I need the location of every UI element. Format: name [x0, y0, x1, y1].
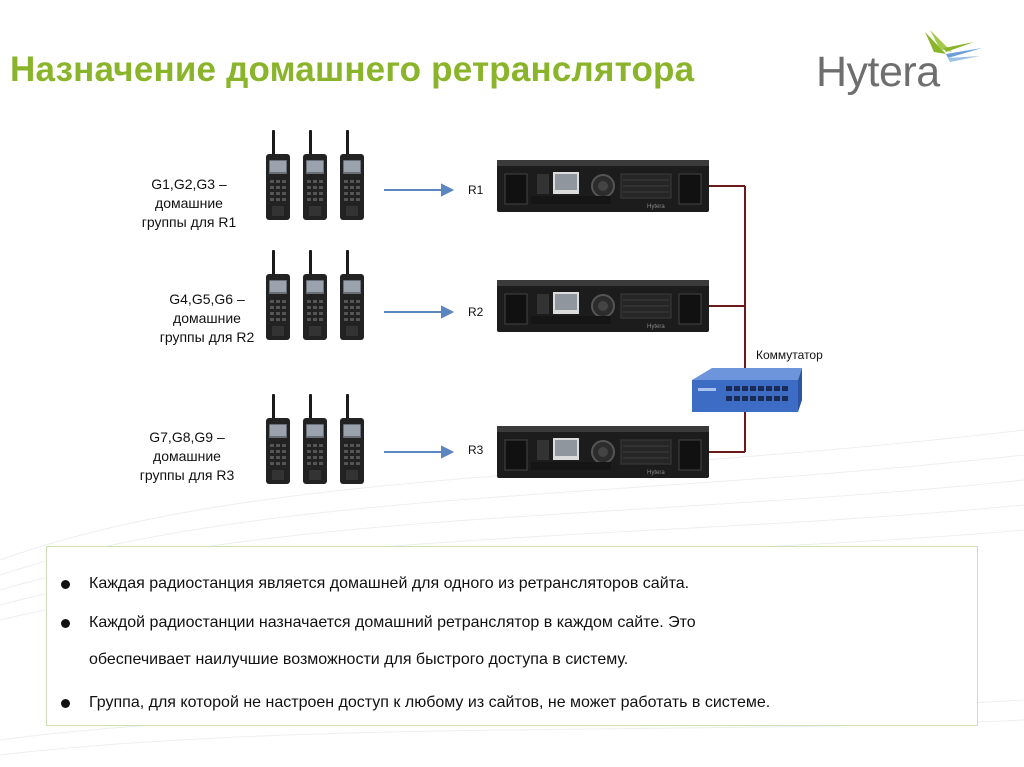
bullet-dot-icon — [61, 580, 70, 589]
radio-g9 — [340, 394, 364, 484]
radio-g1 — [266, 130, 290, 220]
group-label-line: G7,G8,G9 – — [116, 428, 258, 447]
group-label-line: группы для R2 — [136, 328, 278, 347]
radio-g6 — [340, 250, 364, 340]
group-label-line: группы для R3 — [116, 466, 258, 485]
group-label-r3: G7,G8,G9 – домашние группы для R3 — [116, 428, 258, 485]
repeater-r1 — [497, 160, 709, 212]
notes-panel: Каждая радиостанция является домашней дл… — [46, 546, 978, 726]
radio-g7 — [266, 394, 290, 484]
group-label-line: G1,G2,G3 – — [118, 175, 260, 194]
network-cables — [709, 186, 745, 452]
network-switch-icon — [692, 368, 802, 412]
group-label-line: домашние — [118, 194, 260, 213]
bullet-text: Группа, для которой не настроен доступ к… — [89, 693, 770, 712]
bullet-text: Каждая радиостанция является домашней дл… — [89, 574, 689, 593]
radio-g3 — [340, 130, 364, 220]
switch-label: Коммутатор — [756, 348, 823, 362]
group-label-line: домашние — [116, 447, 258, 466]
repeater-label-r1: R1 — [468, 183, 483, 197]
radio-g8 — [303, 394, 327, 484]
group-label-line: группы для R1 — [118, 213, 260, 232]
repeater-r3 — [497, 426, 709, 478]
bullet-dot-icon — [61, 619, 70, 628]
radio-g5 — [303, 250, 327, 340]
radio-g2 — [303, 130, 327, 220]
bullet-text: обеспечивает наилучшие возможности для б… — [89, 650, 628, 669]
repeater-label-r3: R3 — [468, 443, 483, 457]
group-label-line: домашние — [136, 309, 278, 328]
arrow-head-icon — [442, 185, 452, 195]
repeater-r2 — [497, 280, 709, 332]
arrow-head-icon — [442, 307, 452, 317]
group-label-r1: G1,G2,G3 – домашние группы для R1 — [118, 175, 260, 232]
repeater-label-r2: R2 — [468, 305, 483, 319]
bullet-text: Каждой радиостанции назначается домашний… — [89, 613, 696, 632]
group-label-r2: G4,G5,G6 – домашние группы для R2 — [136, 290, 278, 347]
bullet-dot-icon — [61, 699, 70, 708]
group-label-line: G4,G5,G6 – — [136, 290, 278, 309]
arrow-head-icon — [442, 447, 452, 457]
